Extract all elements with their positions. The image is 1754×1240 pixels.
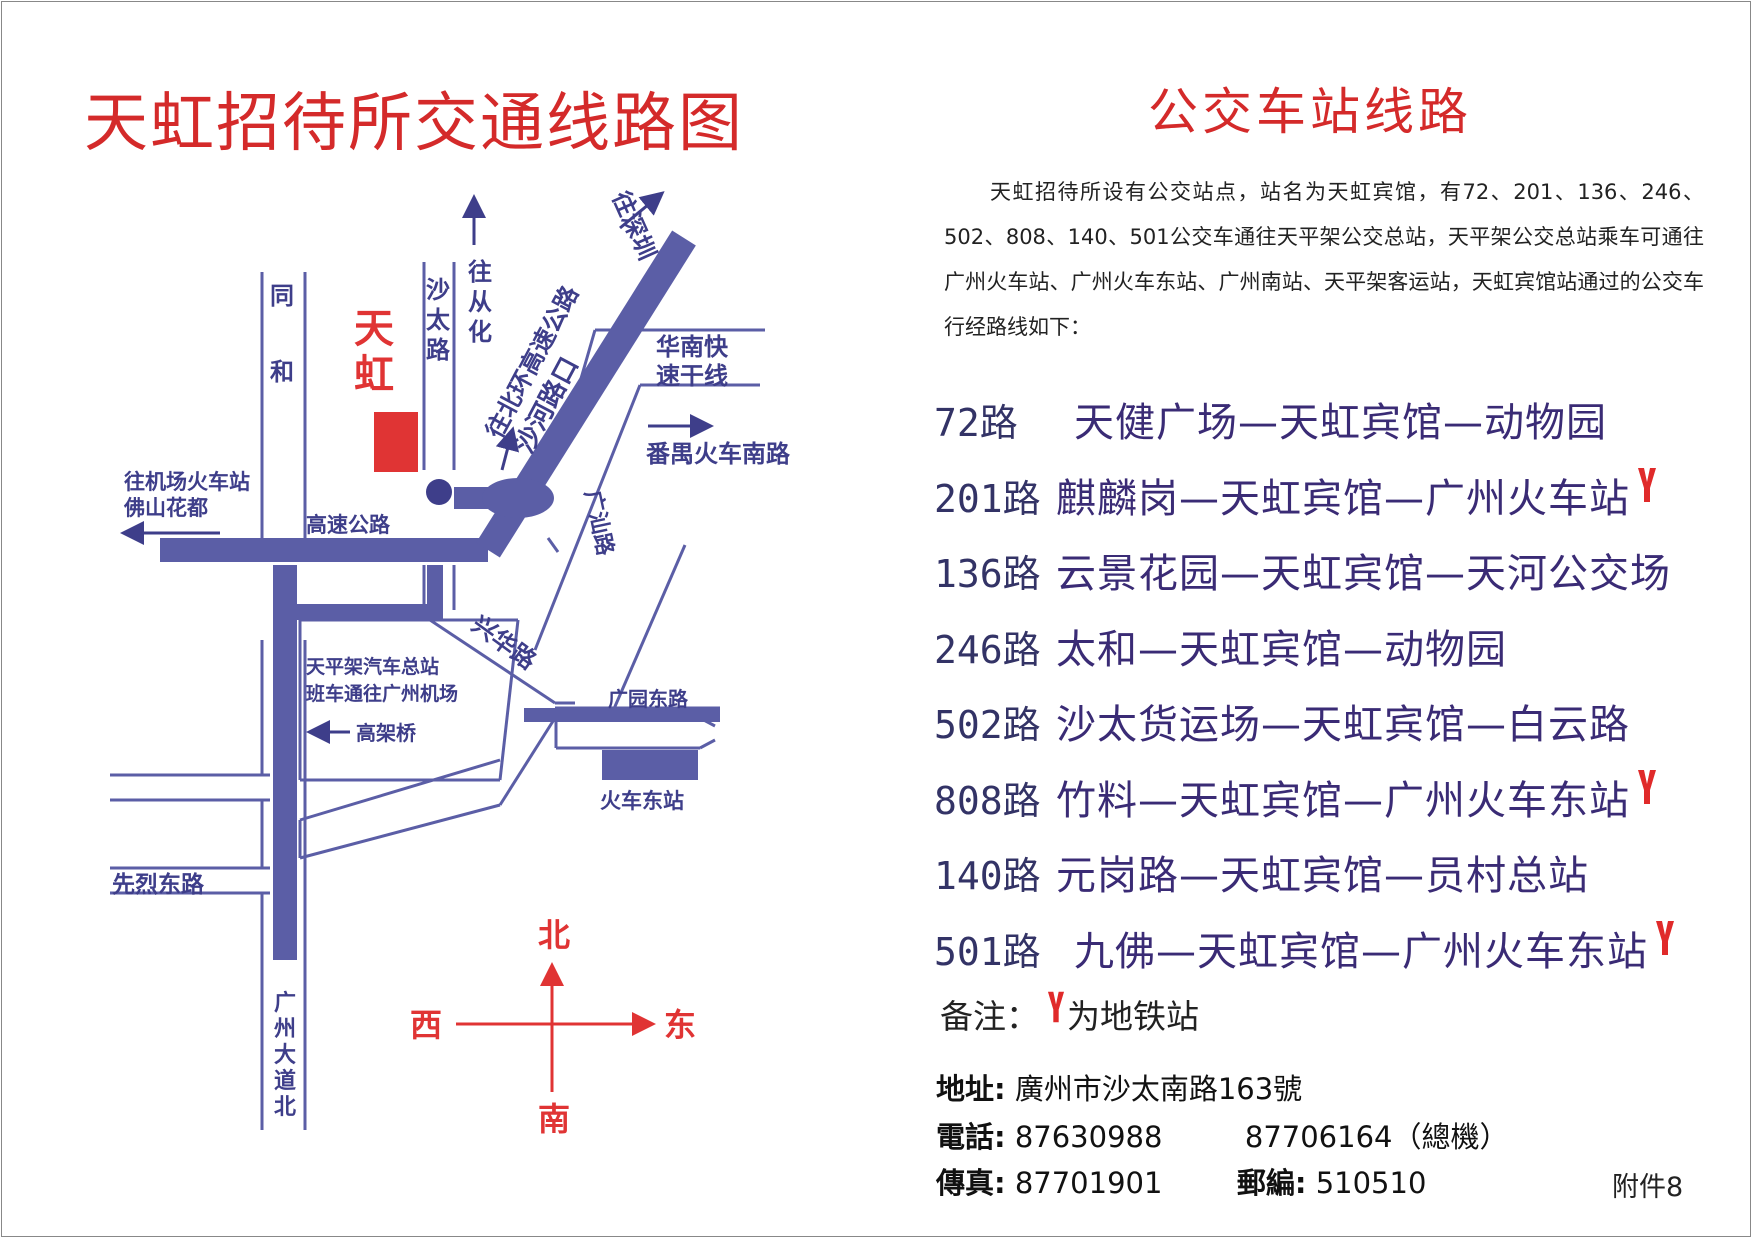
route-stops-text: 云景花园—天虹宾馆—天河公交场 bbox=[1056, 551, 1671, 597]
route-number: 246路 bbox=[934, 627, 1041, 672]
metro-icon bbox=[1638, 769, 1656, 804]
route-stops: 元岗路—天虹宾馆—员村总站 bbox=[1056, 843, 1589, 901]
route-stops-text: 九佛—天虹宾馆—广州火车东站 bbox=[1074, 928, 1648, 975]
tianhong-marker bbox=[374, 412, 418, 472]
label-east-station: 火车东站 bbox=[600, 789, 684, 813]
compass-west: 西 bbox=[410, 1006, 442, 1044]
east-railway-station-marker bbox=[602, 750, 698, 780]
route-stops-text: 太和—天虹宾馆—动物园 bbox=[1056, 626, 1507, 673]
phone-1: 87630988 bbox=[1014, 1120, 1163, 1154]
label-guangyuan: 广园东路 bbox=[608, 687, 689, 711]
fax-label: 傳真: bbox=[936, 1166, 1006, 1200]
route-number: 501路 bbox=[934, 929, 1041, 974]
shahe-junction bbox=[482, 478, 554, 518]
label-gzave-2: 州 bbox=[274, 1017, 296, 1042]
route-stops: 九佛—天虹宾馆—广州火车东站 bbox=[1074, 919, 1676, 977]
label-viaduct: 高架桥 bbox=[356, 721, 417, 745]
label-foshan: 佛山花都 bbox=[123, 496, 208, 520]
label-shatai-1: 沙 bbox=[426, 276, 450, 304]
route-stops: 麒麟岗—天虹宾馆—广州火车站 bbox=[1056, 466, 1658, 524]
label-gzave-5: 北 bbox=[274, 1095, 296, 1120]
fax-line: 傳真: 87701901 郵編: 510510 bbox=[936, 1160, 1426, 1202]
route-stops-text: 沙太货运场—天虹宾馆—白云路 bbox=[1056, 702, 1630, 748]
postcode-label: 郵編: bbox=[1236, 1166, 1307, 1200]
metro-icon bbox=[1656, 920, 1674, 955]
label-tianpingjia: 天平架汽车总站 bbox=[306, 655, 439, 678]
bus-title: 公交车站线路 bbox=[1148, 83, 1472, 141]
route-stops: 沙太货运场—天虹宾馆—白云路 bbox=[1056, 692, 1630, 750]
route-number: 140路 bbox=[934, 854, 1041, 898]
label-gzave-1: 广 bbox=[274, 990, 296, 1016]
label-shenzhen: 往深圳 bbox=[607, 187, 662, 264]
bus-intro: 天虹招待所设有公交站点，站名为天虹宾馆，有72、201、136、246、502、… bbox=[944, 180, 1704, 339]
metro-note: 备注： 为地铁站 bbox=[940, 990, 1199, 1038]
phone-line: 電話: 87630988 87706164（總機） bbox=[936, 1114, 1508, 1156]
phone-2: 87706164（總機） bbox=[1244, 1120, 1509, 1154]
route-number: 502路 bbox=[934, 703, 1041, 747]
label-tianhong-2: 虹 bbox=[354, 352, 394, 398]
route-stops: 天健广场—天虹宾馆—动物园 bbox=[1074, 390, 1607, 448]
route-stops: 太和—天虹宾馆—动物园 bbox=[1056, 617, 1507, 675]
label-gzave-3: 大 bbox=[274, 1043, 296, 1068]
label-tianhong-1: 天 bbox=[354, 306, 394, 352]
route-number: 136路 bbox=[934, 552, 1041, 596]
compass-east: 东 bbox=[664, 1006, 696, 1044]
label-panyu: 番禺火车南路 bbox=[645, 440, 791, 468]
route-number: 201路 bbox=[934, 476, 1041, 521]
route-stops: 云景花园—天虹宾馆—天河公交场 bbox=[1056, 541, 1671, 599]
route-stops-text: 元岗路—天虹宾馆—员村总站 bbox=[1056, 853, 1589, 899]
route-stops-text: 竹料—天虹宾馆—广州火车东站 bbox=[1056, 777, 1630, 824]
route-number: 72路 bbox=[934, 401, 1018, 445]
map-title: 天虹招待所交通线路图 bbox=[84, 87, 744, 161]
direction-arrows bbox=[120, 191, 714, 744]
label-conghua-3: 化 bbox=[468, 318, 492, 346]
label-tonghe-2: 和 bbox=[270, 358, 294, 386]
label-expressway: 高速公路 bbox=[306, 513, 391, 537]
label-conghua-2: 从 bbox=[468, 288, 492, 316]
traffic-map: 同 和 沙 太 路 往 从 化 往深圳 往北环高速公路 沙河路口 华南快 速干线… bbox=[110, 187, 791, 1138]
metro-icon bbox=[1047, 991, 1065, 1023]
label-xianlie: 先烈东路 bbox=[112, 871, 205, 898]
metro-icon bbox=[1638, 467, 1656, 502]
route-stops: 竹料—天虹宾馆—广州火车东站 bbox=[1056, 768, 1658, 826]
note-prefix: 备注： bbox=[940, 997, 1039, 1036]
address-value: 廣州市沙太南路163號 bbox=[1014, 1072, 1303, 1106]
route-number: 808路 bbox=[934, 778, 1041, 823]
thin-roads bbox=[110, 262, 765, 1130]
label-gzave-4: 道 bbox=[274, 1068, 296, 1094]
address-line: 地址: 廣州市沙太南路163號 bbox=[936, 1066, 1302, 1108]
fax-value: 87701901 bbox=[1014, 1166, 1163, 1200]
label-shuttle: 班车通往广州机场 bbox=[306, 682, 458, 705]
label-shatai-2: 太 bbox=[426, 306, 451, 334]
shatai-stop-marker bbox=[426, 479, 452, 505]
label-airport: 往机场火车站 bbox=[124, 470, 250, 494]
note-suffix: 为地铁站 bbox=[1067, 997, 1199, 1036]
compass-north: 北 bbox=[538, 916, 570, 954]
phone-label: 電話: bbox=[936, 1120, 1006, 1154]
label-sce-1: 华南快 bbox=[656, 333, 729, 361]
tianhong-label: 天 虹 bbox=[354, 306, 394, 398]
label-conghua-1: 往 bbox=[468, 258, 492, 286]
compass: 北 南 东 西 bbox=[410, 916, 696, 1138]
label-shatai-3: 路 bbox=[426, 336, 451, 364]
postcode-value: 510510 bbox=[1315, 1166, 1427, 1200]
route-stops-text: 麒麟岗—天虹宾馆—广州火车站 bbox=[1056, 475, 1630, 522]
compass-south: 南 bbox=[538, 1100, 570, 1138]
annex-label: 附件8 bbox=[1612, 1172, 1684, 1203]
label-sce-2: 速干线 bbox=[656, 362, 728, 390]
route-stops-text: 天健广场—天虹宾馆—动物园 bbox=[1074, 400, 1607, 446]
label-tonghe-1: 同 bbox=[270, 282, 294, 310]
address-label: 地址: bbox=[936, 1072, 1006, 1106]
